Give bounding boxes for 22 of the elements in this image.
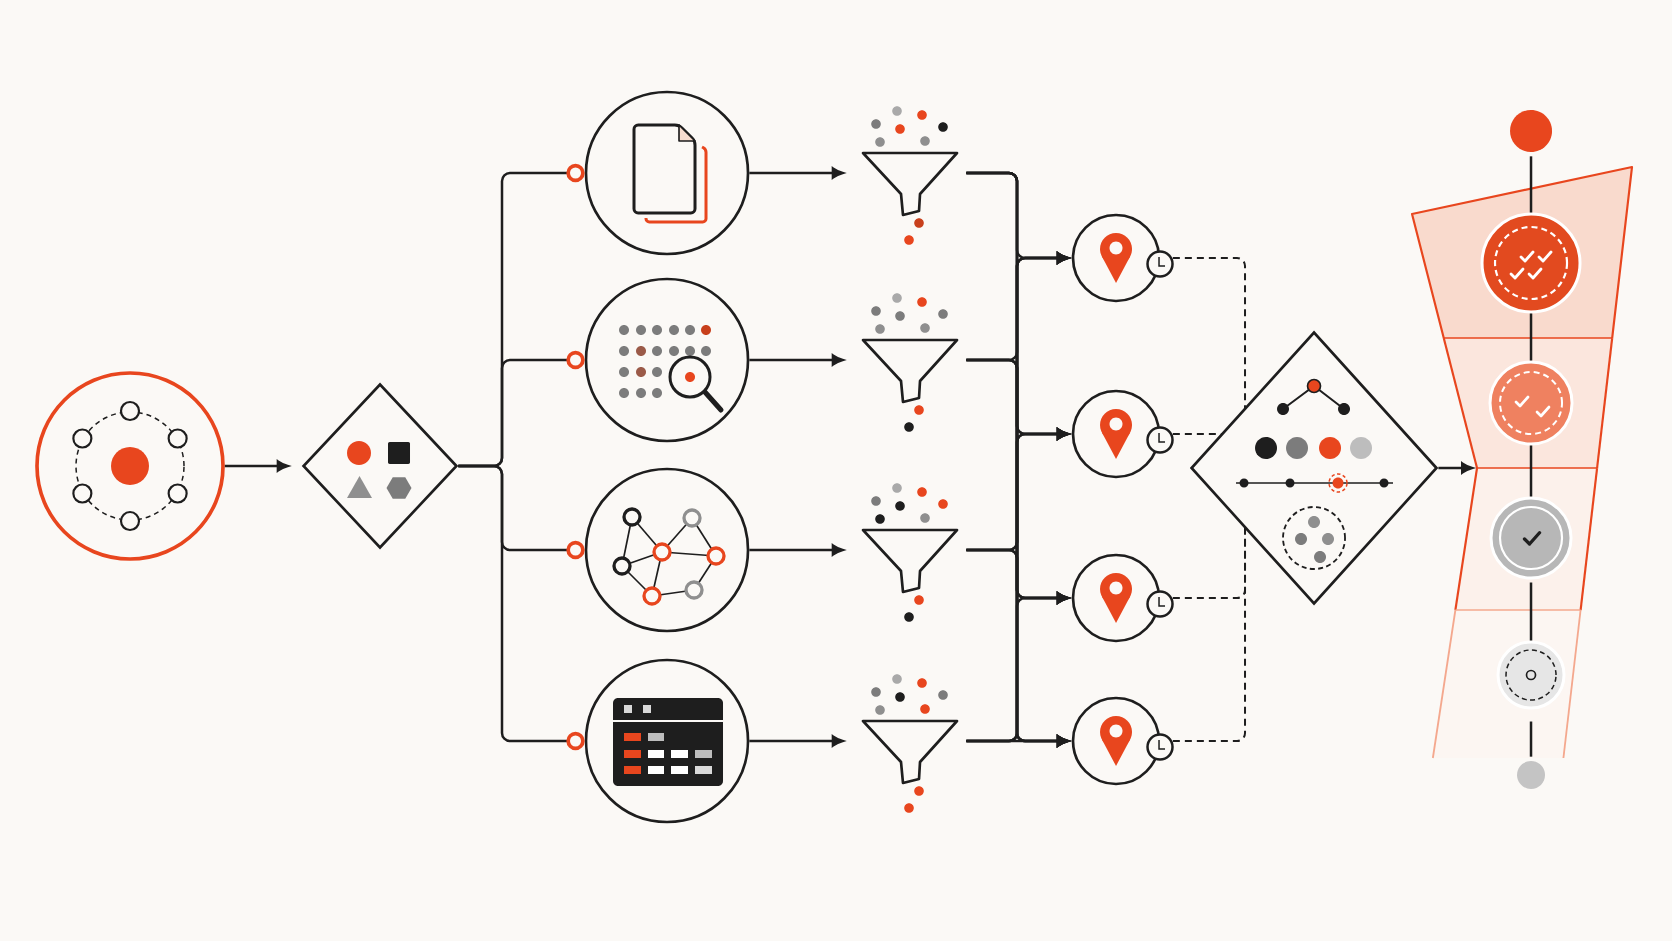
dashed-line [1171, 257, 1246, 410]
connector-line [458, 464, 585, 751]
funnel [861, 293, 959, 432]
arrow [749, 167, 844, 179]
dot [1510, 110, 1552, 152]
arrow [749, 544, 844, 556]
dashed-line [1171, 433, 1223, 435]
funnel [861, 674, 959, 813]
connector-line [1529, 445, 1533, 497]
connector-line [1529, 156, 1533, 213]
dot [1517, 761, 1545, 789]
connector-line [1529, 313, 1533, 361]
dashed-line [1171, 526, 1246, 742]
connector-line [1529, 721, 1533, 757]
funnel [861, 483, 959, 622]
arrow [224, 460, 289, 472]
funnel [861, 106, 959, 245]
arrow [749, 735, 844, 747]
arrow [749, 354, 844, 366]
arrow [1438, 462, 1474, 474]
connector-line [1529, 582, 1533, 641]
arrow [966, 735, 1069, 747]
